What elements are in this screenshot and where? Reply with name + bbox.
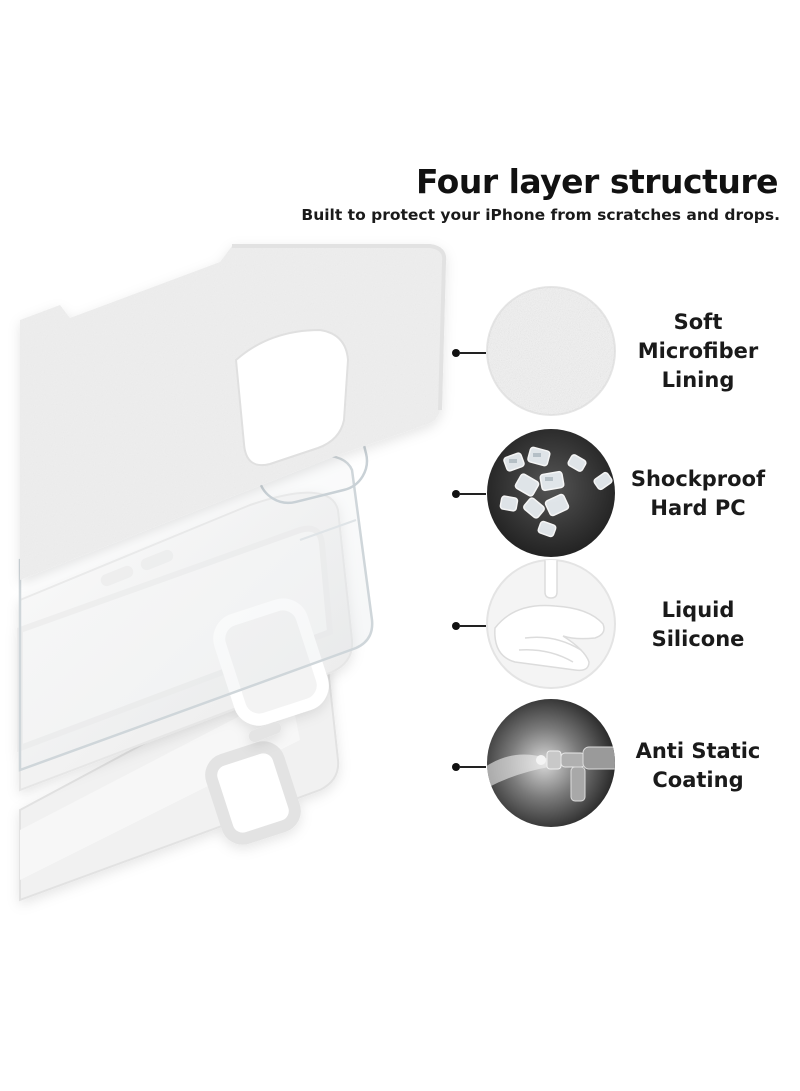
pc-crystals-icon	[487, 429, 615, 557]
pointer-line	[460, 625, 486, 627]
feature-label-silicone: Liquid Silicone	[651, 598, 745, 651]
pointer-line	[460, 766, 486, 768]
pointer-line	[460, 352, 486, 354]
page-title: Four layer structure	[415, 162, 779, 201]
page-subtitle: Built to protect your iPhone from scratc…	[301, 206, 780, 224]
feature-hard-pc: Shockproof Hard PC	[440, 427, 800, 567]
pointer-dot	[452, 349, 460, 357]
pointer-dot	[452, 622, 460, 630]
pointer-dot	[452, 763, 460, 771]
pointer-dot	[452, 490, 460, 498]
microfiber-texture-icon	[486, 286, 616, 416]
feature-coating: Anti Static Coating	[440, 697, 800, 837]
feature-silicone: Liquid Silicone	[440, 558, 800, 698]
microfiber-layer	[20, 244, 447, 580]
feature-label-coating: Anti Static Coating	[635, 739, 761, 792]
feature-microfiber: Soft Microfiber Lining	[440, 285, 800, 425]
feature-label-hard-pc: Shockproof Hard PC	[630, 467, 766, 520]
spray-nozzle-icon	[487, 699, 615, 827]
phone-case-layers-illustration	[17, 244, 447, 902]
feature-label-microfiber: Soft Microfiber Lining	[637, 310, 759, 392]
silicone-liquid-icon	[486, 559, 616, 689]
pointer-line	[460, 493, 486, 495]
